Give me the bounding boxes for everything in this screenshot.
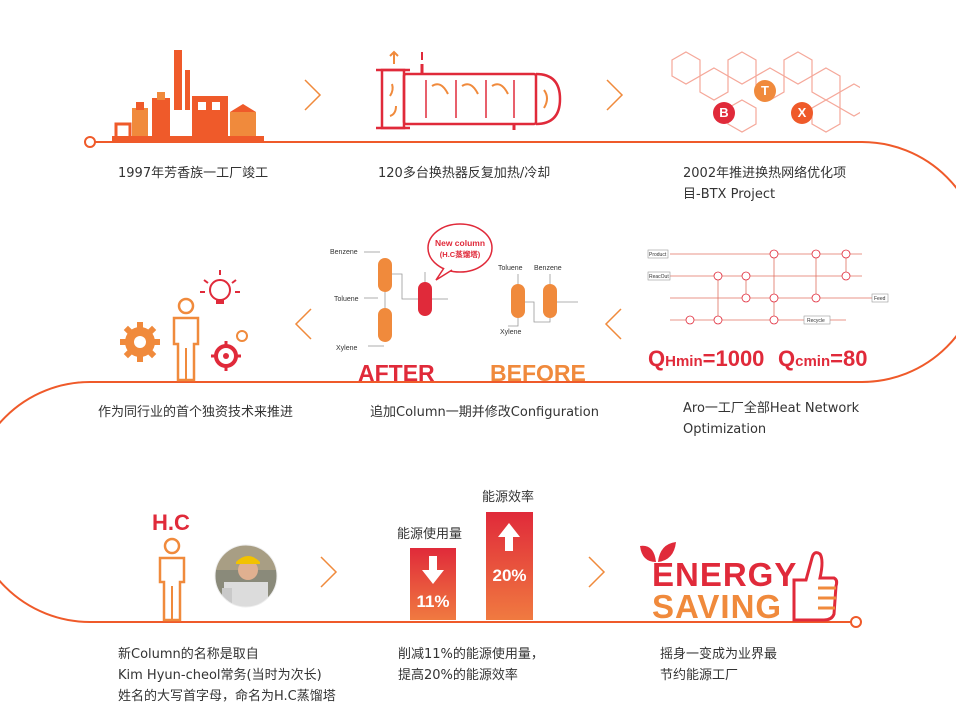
arrow-up-icon [498,523,520,551]
btx-badge-b: B [713,102,735,124]
svg-text:Benzene: Benzene [534,265,562,272]
svg-text:(H.C蒸馏塔): (H.C蒸馏塔) [440,249,481,259]
before-column-diagram: Toluene Benzene Xylene [498,265,578,336]
btx-badge-t: T [754,80,776,102]
chevron-left-icon [294,308,312,340]
engineer-photo [214,544,278,608]
saving-word: SAVING [652,588,783,625]
svg-text:Toluene: Toluene [334,296,359,303]
qcmin-value: =80 [830,346,868,371]
svg-text:Toluene: Toluene [498,265,523,272]
timeline-start-dot [84,136,96,148]
qhmin-q: Q [648,346,666,371]
qhmin-label: QHmin=1000 [648,346,764,372]
caption-heat-network-line2: Optimization [683,422,767,437]
svg-text:Recycle: Recycle [807,318,825,324]
qcmin-label: Qcmin=80 [778,346,867,372]
thumbs-up-icon [792,551,839,622]
efficiency-value: 20% [492,566,527,585]
caption-saving-line1: 摇身一变成为业界最 [660,647,778,662]
caption-energy-line2: 提高20%的能源效率 [398,668,518,683]
after-column-diagram: Benzene Toluene Xylene New column (H.C蒸馏… [330,223,493,352]
chevron-right-icon [606,79,624,111]
caption-hc-line2: Kim Hyun-cheol常务(当时为次长) [118,668,322,683]
person-icon [158,537,186,622]
timeline-end-dot [850,616,862,628]
heat-exchanger-icon [376,50,562,130]
caption-innovation: 作为同行业的首个独资技术来推进 [98,405,294,420]
chevron-right-icon [320,556,338,588]
before-label: BEFORE [490,360,586,386]
btx-badge-x: X [791,102,813,124]
qcmin-q: Q [778,346,796,371]
after-label: AFTER [358,360,435,386]
svg-text:Product: Product [649,252,667,258]
svg-text:Benzene: Benzene [330,249,358,256]
svg-text:Feed: Feed [874,296,886,302]
caption-energy-line1: 削减11%的能源使用量， [398,647,544,662]
qhmin-value: =1000 [702,346,765,371]
hc-title: H.C [152,510,190,535]
caption-hc-line1: 新Column的名称是取自 [118,647,259,662]
caption-heat-network-line1: Aro一工厂全部Heat Network [683,401,860,416]
chevron-right-icon [588,556,606,588]
svg-text:Xylene: Xylene [336,345,358,352]
efficiency-label: 能源效率 [482,490,535,505]
caption-heat-exchangers: 120多台换热器反复加热/冷却 [378,166,551,181]
caption-1997-plant: 1997年芳香族一工厂竣工 [118,166,269,181]
qcmin-sub: cmin [795,353,831,370]
caption-btx-project-line1: 2002年推进换热网络优化项 [683,166,847,181]
chevron-right-icon [304,79,322,111]
arrow-down-icon [422,556,444,584]
svg-text:New column: New column [435,238,485,248]
leaf-icon [640,542,676,562]
person-idea-icon [120,270,248,382]
qhmin-sub: Hmin [665,353,703,370]
caption-column-config: 追加Column一期并修改Configuration [370,405,599,420]
caption-hc-line3: 姓名的大写首字母，命名为H.C蒸馏塔 [118,689,336,704]
caption-btx-project-line2: 目-BTX Project [683,187,776,202]
chevron-left-icon [604,308,622,340]
energy-use-value: 11% [416,592,450,611]
svg-text:ReacOut: ReacOut [649,274,669,280]
caption-saving-line2: 节约能源工厂 [660,668,739,683]
energy-word: ENERGY [652,556,798,593]
svg-text:Xylene: Xylene [500,329,522,336]
factory-icon [112,50,264,141]
energy-use-label: 能源使用量 [397,527,463,542]
heat-network-diagram: Product ReacOut Feed Recycle [647,249,889,325]
